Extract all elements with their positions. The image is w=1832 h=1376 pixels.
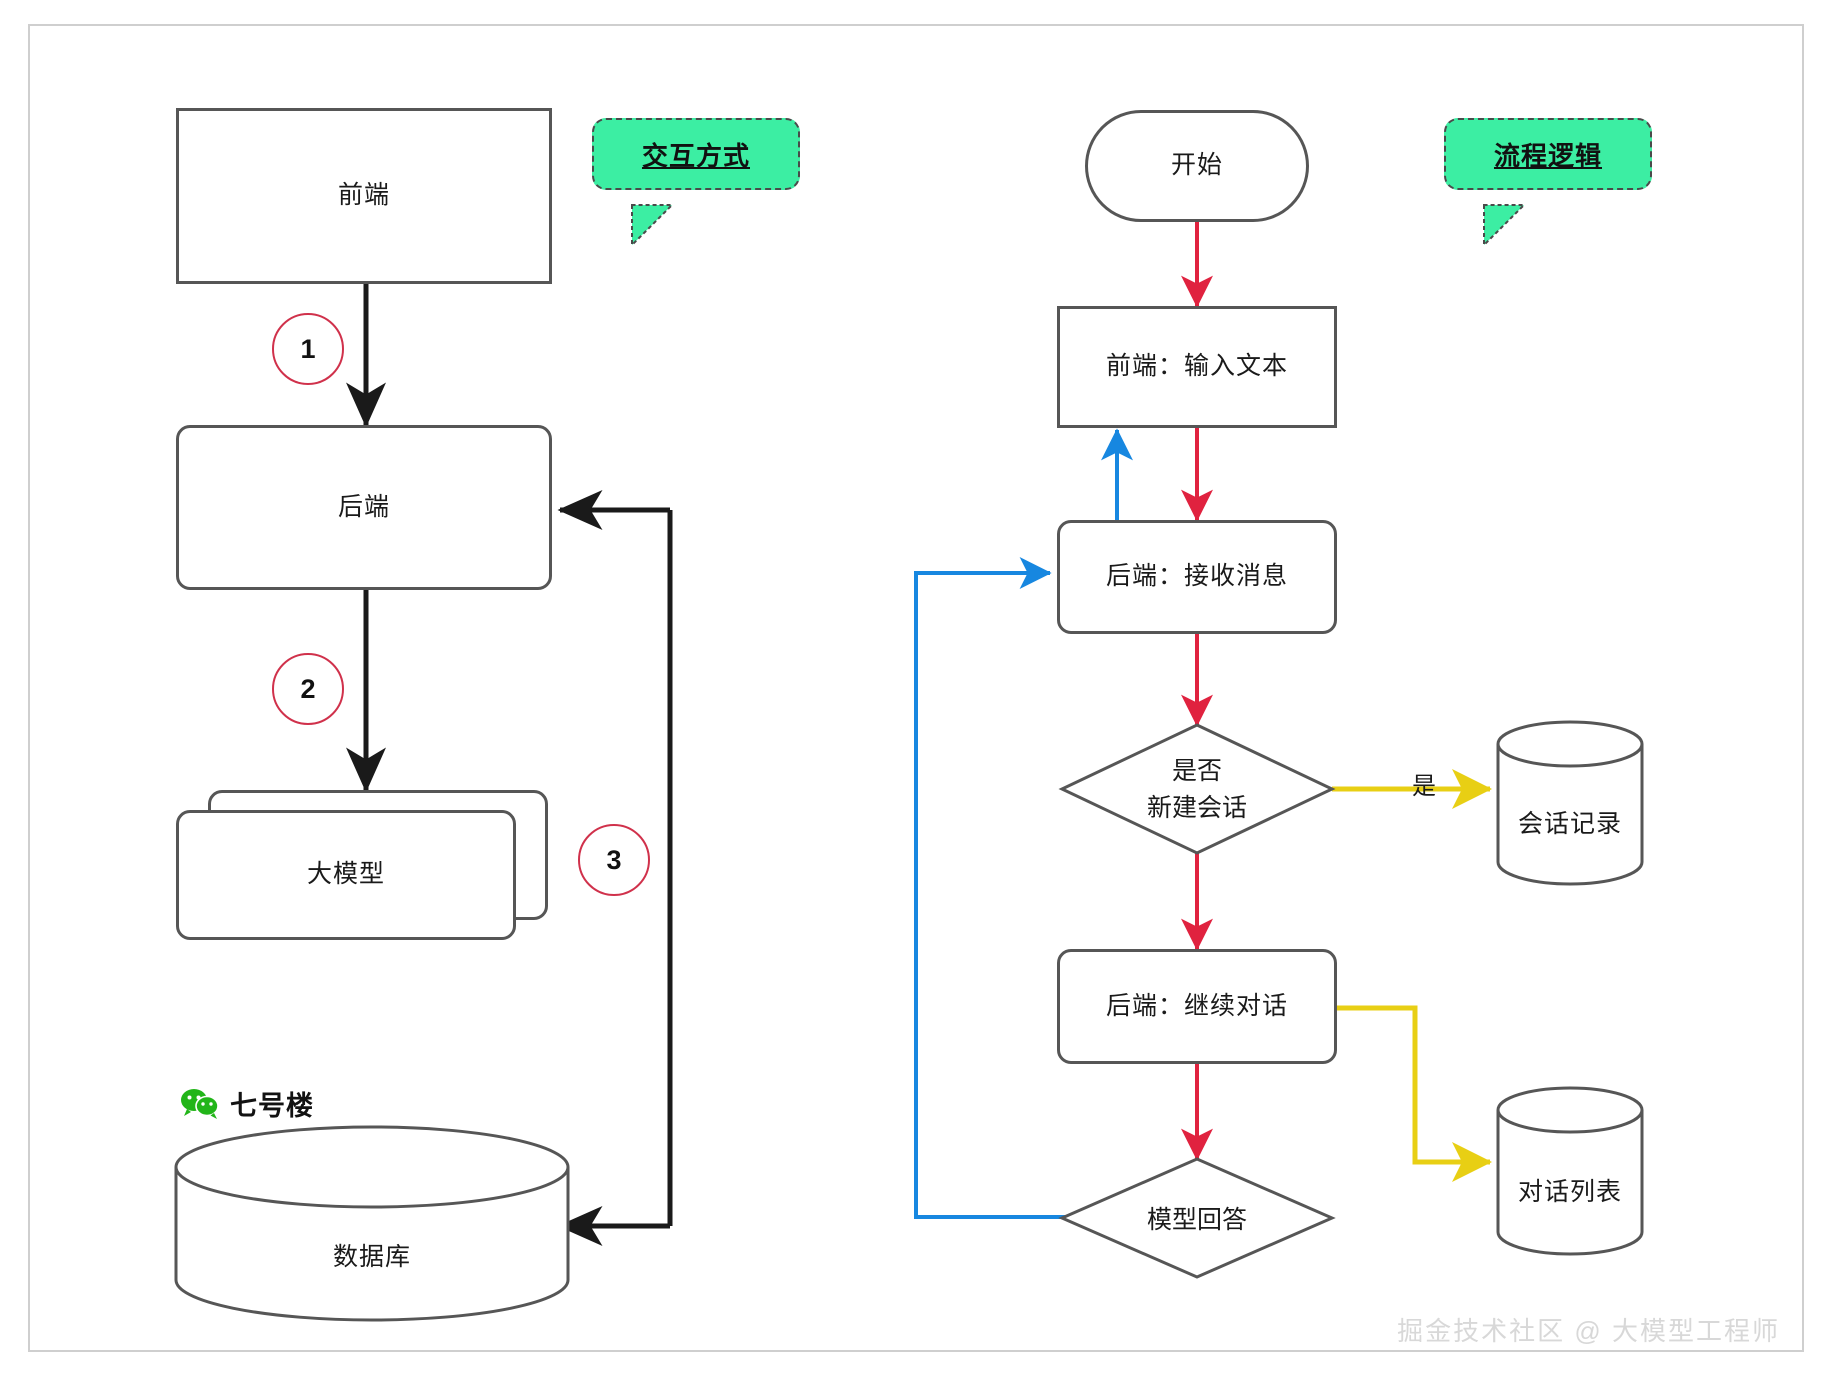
callout-interaction-bubble: 交互方式 xyxy=(592,118,800,190)
node-frontend-input-label: 前端：输入文本 xyxy=(1105,352,1288,381)
node-decision-new-session[interactable]: 是否 新建会话 xyxy=(1062,745,1332,835)
node-backend-continue-label: 后端：继续对话 xyxy=(1105,991,1288,1020)
node-model-answer-label: 模型回答 xyxy=(1146,1206,1247,1234)
callout-process-logic-label: 流程逻辑 xyxy=(1493,140,1602,171)
node-backend-receive-label: 后端：接收消息 xyxy=(1105,562,1288,591)
node-backend-receive[interactable]: 后端：接收消息 xyxy=(1057,520,1337,634)
marker-circle-3: 3 xyxy=(578,824,650,896)
wechat-brand: 七号楼 xyxy=(180,1084,314,1123)
edge-label-yes: 是 xyxy=(1412,766,1436,801)
node-database-label: 数据库 xyxy=(332,1243,411,1271)
node-database[interactable]: 数据库 xyxy=(176,1127,568,1327)
node-backend-label: 后端 xyxy=(337,492,390,521)
diagram-frame xyxy=(28,24,1804,1352)
wechat-icon xyxy=(181,1088,219,1119)
node-model-answer[interactable]: 模型回答 xyxy=(1062,1188,1332,1248)
watermark: 掘金技术社区 @ 大模型工程师 xyxy=(1397,1316,1780,1346)
node-frontend-input[interactable]: 前端：输入文本 xyxy=(1057,306,1337,428)
callout-interaction-method: 交互方式 xyxy=(592,118,800,202)
marker-circle-2: 2 xyxy=(272,653,344,725)
wechat-brand-label: 七号楼 xyxy=(230,1091,314,1121)
edge-label-yes-text: 是 xyxy=(1412,773,1436,800)
marker-circle-1: 1 xyxy=(272,313,344,385)
node-dialog-list-label: 对话列表 xyxy=(1517,1178,1622,1206)
node-frontend[interactable]: 前端 xyxy=(176,108,552,284)
node-backend[interactable]: 后端 xyxy=(176,425,552,590)
callout-process-logic-bubble: 流程逻辑 xyxy=(1444,118,1652,190)
node-llm[interactable]: 大模型 xyxy=(176,810,516,940)
node-decision-new-session-line1: 是否 xyxy=(1171,756,1222,785)
node-session-records[interactable]: 会话记录 xyxy=(1498,744,1642,884)
node-backend-continue[interactable]: 后端：继续对话 xyxy=(1057,949,1337,1064)
callout-process-logic: 流程逻辑 xyxy=(1444,118,1652,202)
callout-interaction-label: 交互方式 xyxy=(641,140,750,171)
node-decision-new-session-line2: 新建会话 xyxy=(1146,794,1247,822)
node-start[interactable]: 开始 xyxy=(1085,110,1309,222)
marker-circle-3-label: 3 xyxy=(606,844,622,875)
marker-circle-2-label: 2 xyxy=(300,673,316,704)
node-session-records-label: 会话记录 xyxy=(1517,810,1622,838)
node-dialog-list[interactable]: 对话列表 xyxy=(1498,1110,1642,1255)
node-llm-label: 大模型 xyxy=(306,860,385,889)
node-start-label: 开始 xyxy=(1170,151,1223,180)
node-frontend-label: 前端 xyxy=(337,181,390,210)
marker-circle-1-label: 1 xyxy=(300,333,316,364)
